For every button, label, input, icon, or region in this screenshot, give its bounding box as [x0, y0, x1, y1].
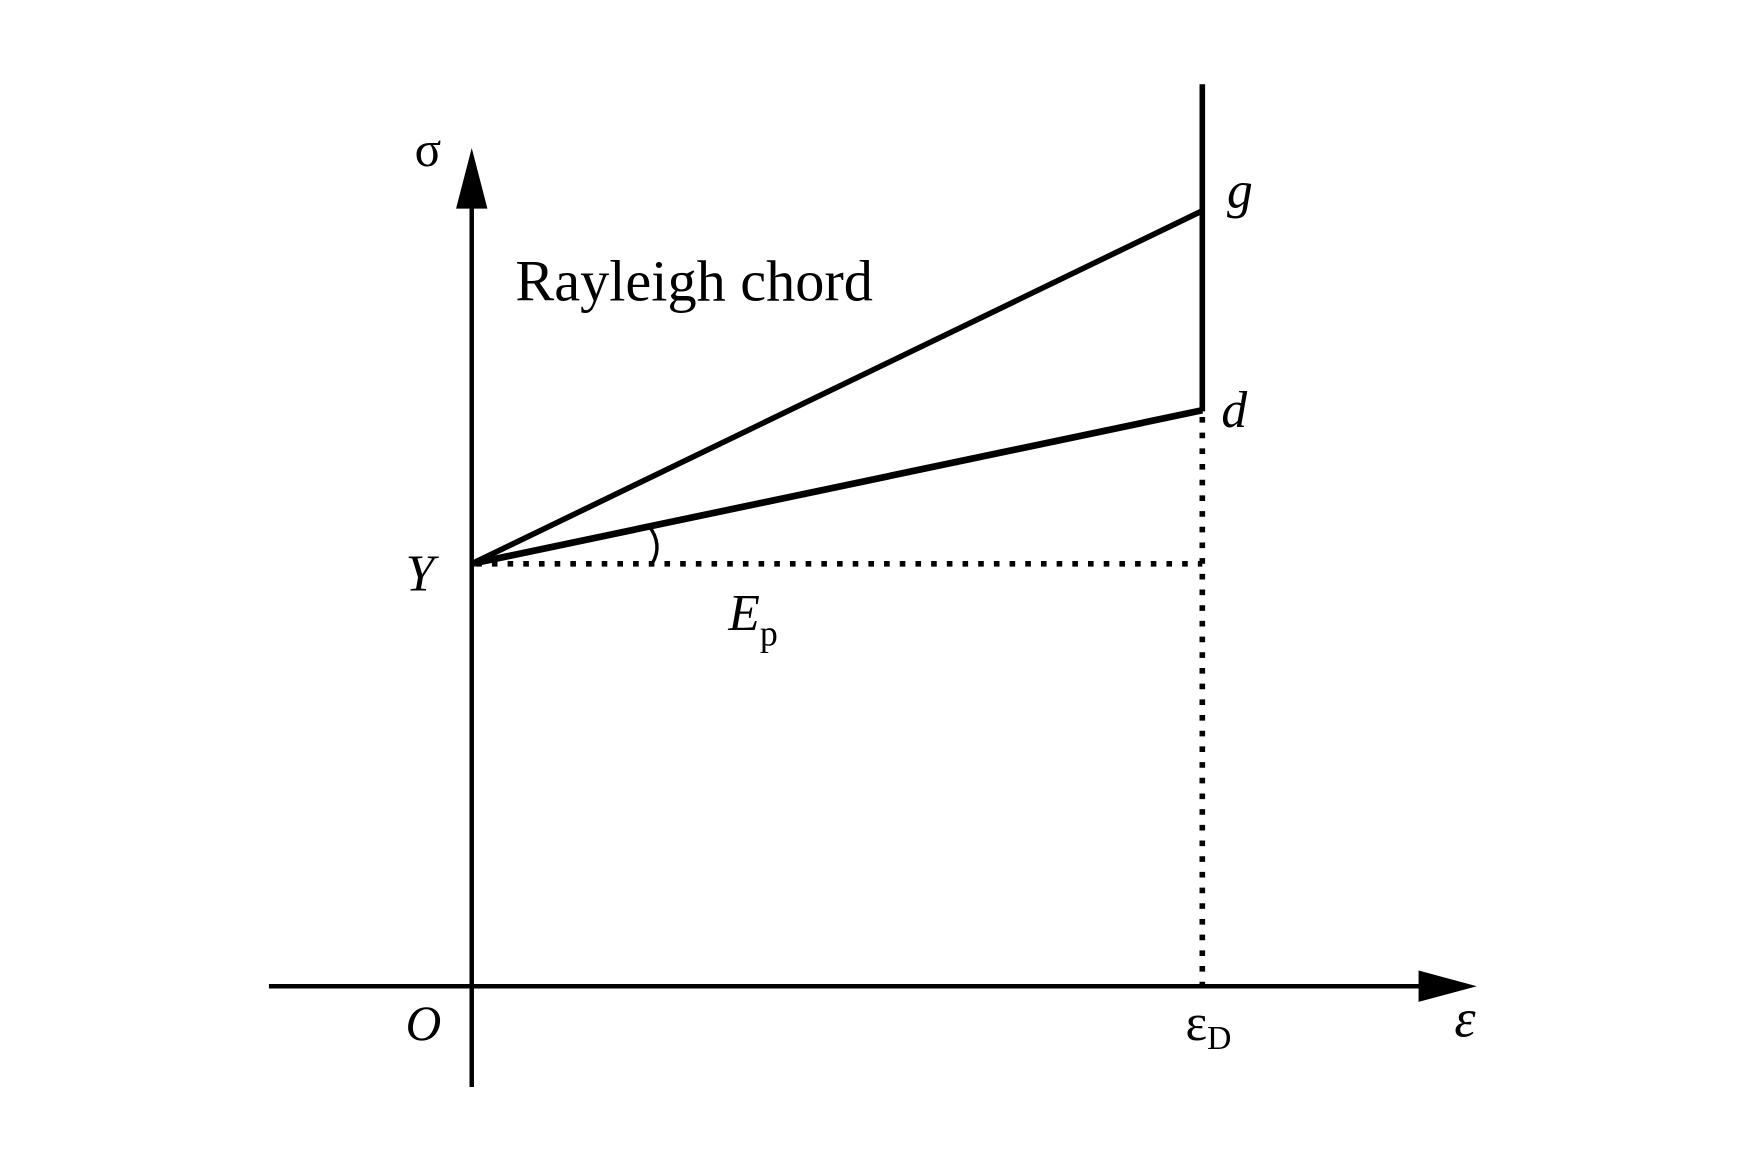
x-axis-arrow-icon [1418, 970, 1477, 1002]
y-axis-arrow-icon [456, 148, 488, 209]
g-label: g [1227, 162, 1253, 219]
rayleigh-chord-label: Rayleigh chord [515, 248, 872, 313]
sigma-label: σ [415, 122, 442, 177]
plastic-line-y-d [471, 406, 1204, 568]
rayleigh-chord-line [470, 208, 1204, 567]
ep-label: Ep [727, 585, 777, 654]
angle-arc [647, 524, 659, 565]
yield-label: Y [406, 546, 440, 603]
origin-label: O [406, 996, 442, 1051]
epsilon-label: ε [1454, 989, 1476, 1049]
d-label: d [1221, 382, 1247, 439]
epsilon-d-label: εD [1186, 995, 1232, 1057]
